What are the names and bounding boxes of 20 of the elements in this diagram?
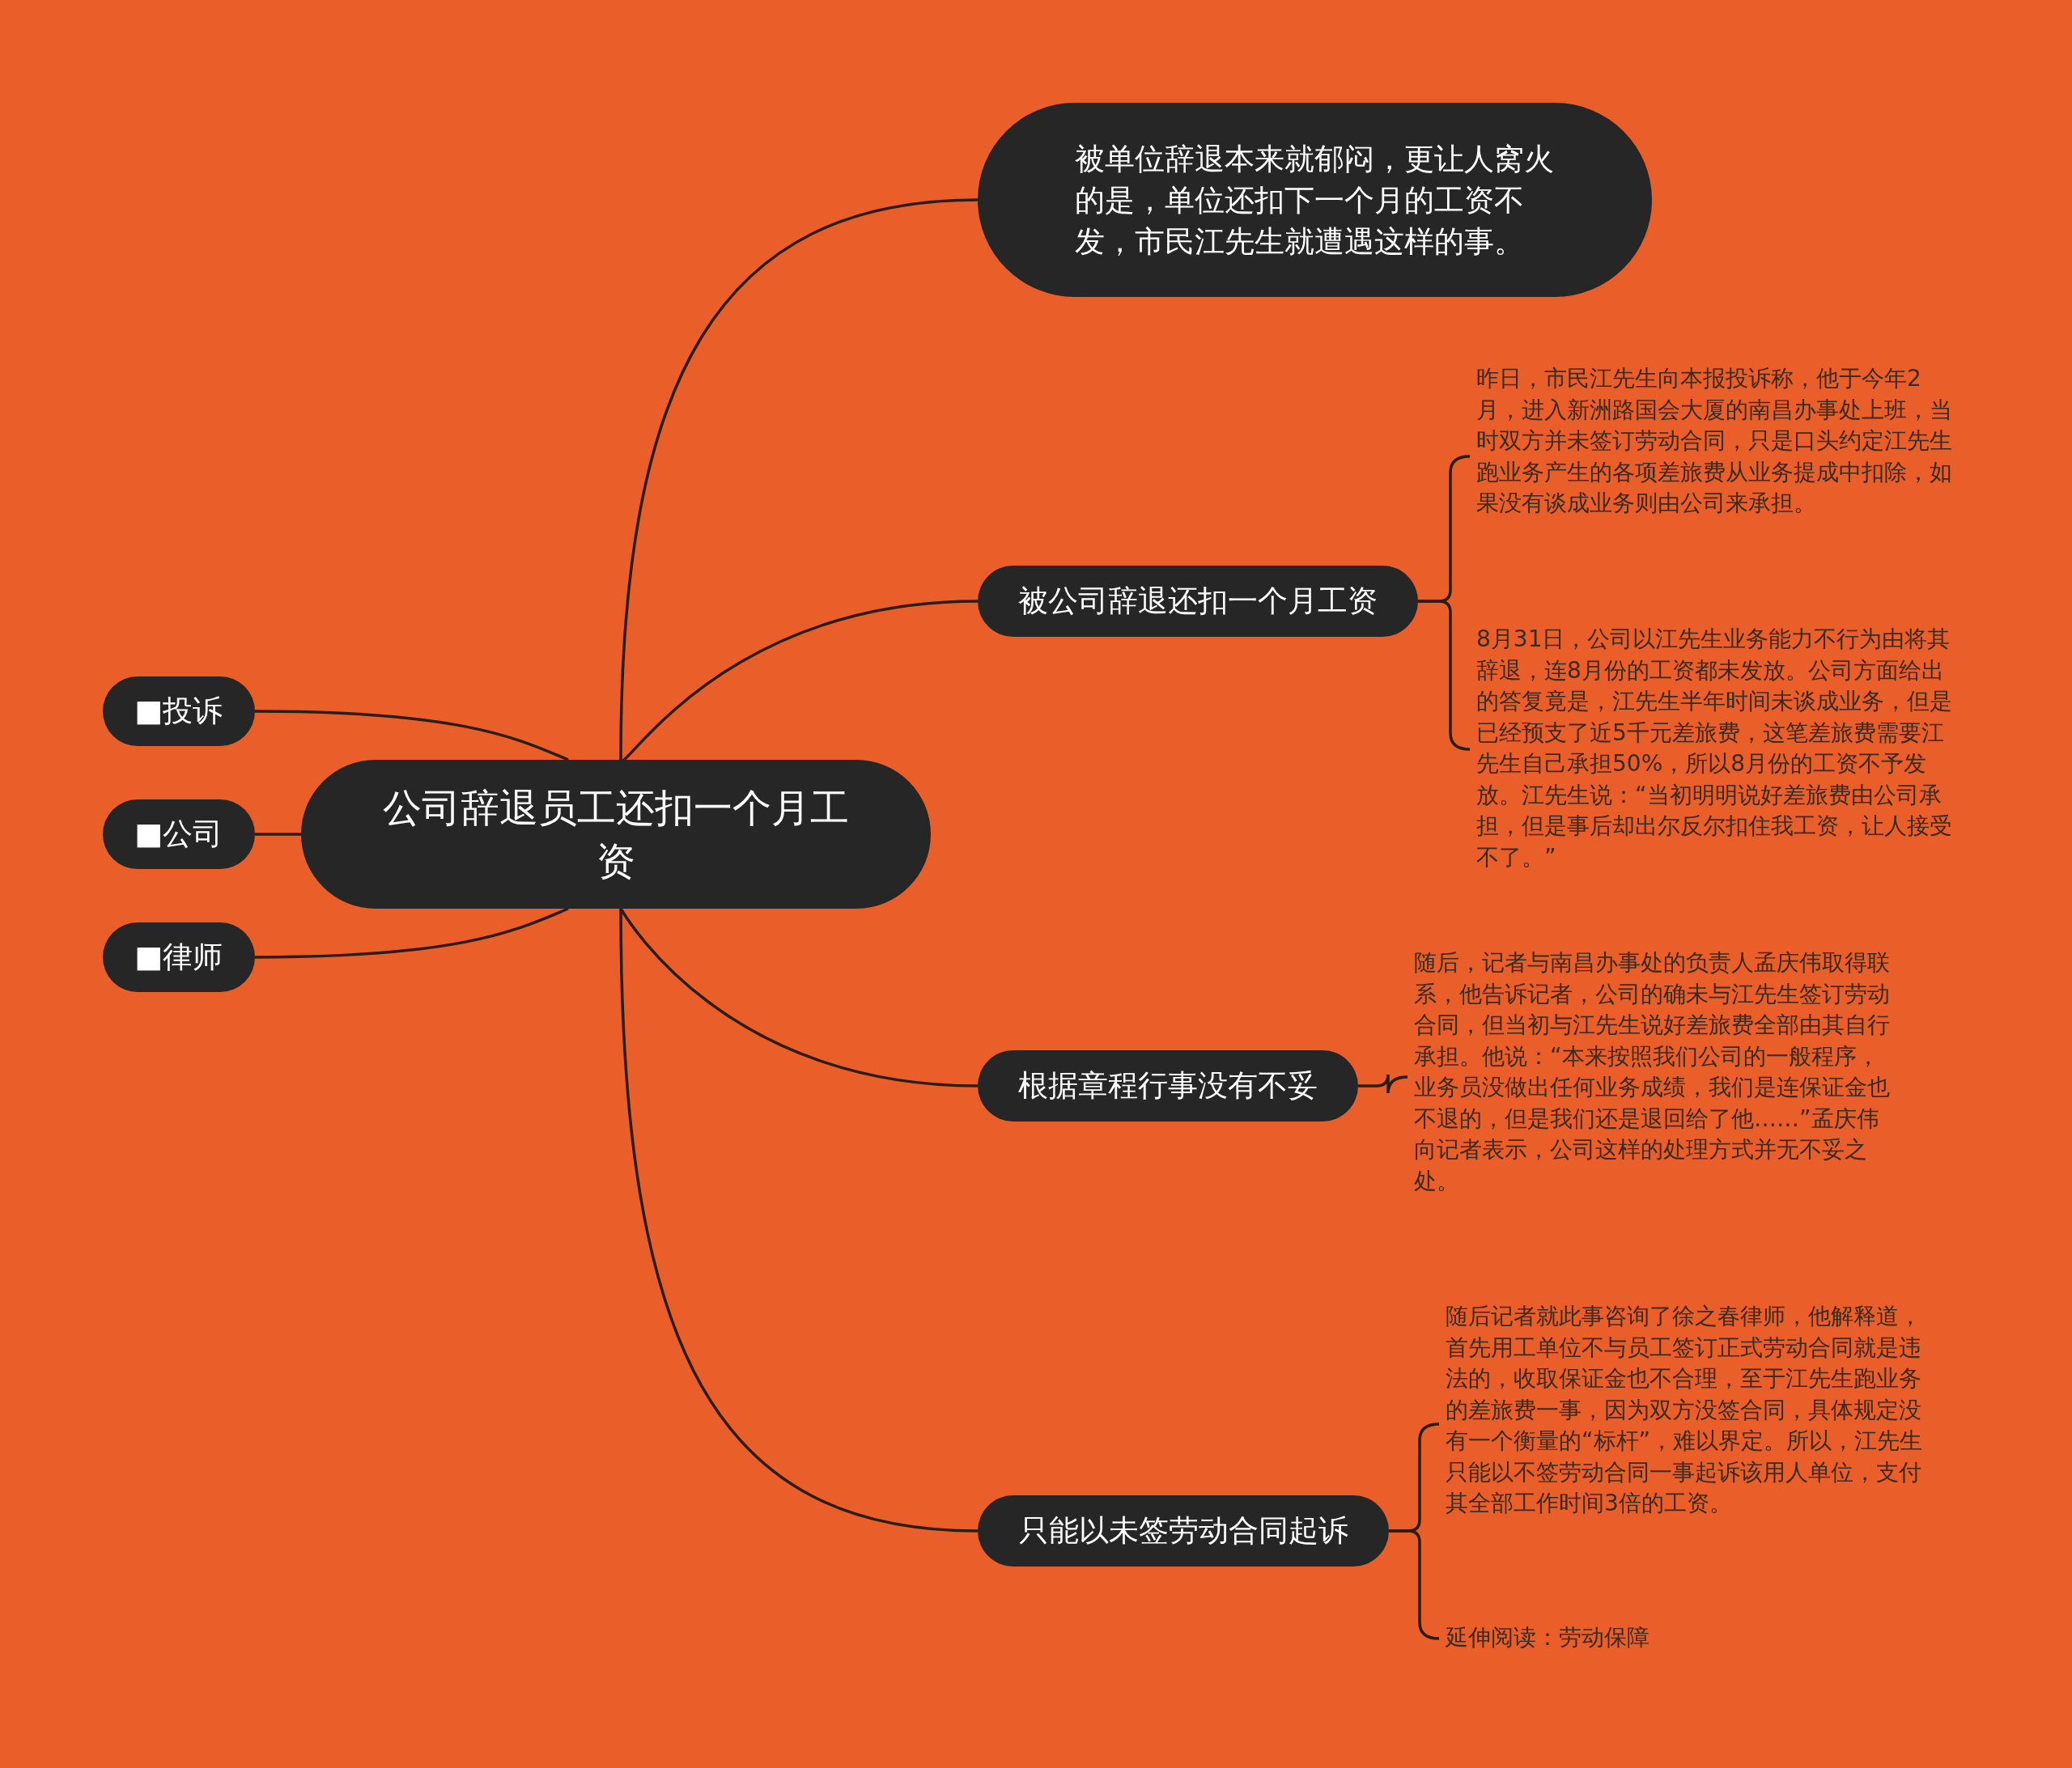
connector-line — [254, 710, 569, 761]
connector-line — [254, 907, 569, 959]
connector-line — [619, 908, 979, 1533]
connector-line — [620, 600, 979, 761]
topic-box: 只能以未签劳动合同起诉 — [978, 1495, 1389, 1567]
tag-box: ■投诉 — [103, 676, 255, 746]
topic-box: 根据章程行事没有不妥 — [978, 1050, 1358, 1121]
topic-box: 被单位辞退本来就郁闷，更让人窝火的是，单位还扣下一个月的工资不发，市民江先生就遭遇这样的事。 — [978, 103, 1652, 297]
connector-line — [255, 833, 301, 836]
central-topic-box: 公司辞退员工还扣一个月工资 — [301, 760, 931, 909]
note-text: 8月31日，公司以江先生业务能力不行为由将其辞退，连8月份的工资都未发放。公司方面给出的答复竟是，江先生半年时间未谈成业务，但是已经预支了近5千元差旅费，这笔差旅费需要江先生自己承担50%，所以8月份的工资不予发放。江先生说：“当初明明说好差旅费由公司承担，但是事后却出尔反尔扣住我工资，让人接受不了。” — [1476, 624, 1962, 875]
connector-line — [1358, 1073, 1408, 1095]
topic-box: 被公司辞退还扣一个月工资 — [978, 566, 1418, 637]
note-text: 随后，记者与南昌办事处的负责人孟庆伟取得联系，他告诉记者，公司的确未与江先生签订劳动合同，但当初与江先生说好差旅费全部由其自行承担。他说：“本来按照我们公司的一般程序，业务员没做出任何业务成绩，我们是连保证金也不退的，但是我们还是退回给了他……”孟庆伟向记者表示，公司这样的处理方式并无不妥之处。 — [1414, 948, 1900, 1223]
tag-box: ■公司 — [103, 799, 255, 869]
note-text: 延伸阅读：劳动保障 — [1446, 1622, 1688, 1655]
note-text: 随后记者就此事咨询了徐之春律师，他解释道，首先用工单位不与员工签订正式劳动合同就是违法的，收取保证金也不合理，至于江先生跑业务的差旅费一事，因为双方没签合同，具体规定没有一个衡量的“标杆”，难以界定。所以，江先生只能以不签劳动合同一事起诉该用人单位，支付其全部工作时间3倍的工资。 — [1446, 1301, 1931, 1547]
connector-line — [619, 198, 979, 761]
tag-box: ■律师 — [103, 922, 255, 992]
note-text: 昨日，市民江先生向本报投诉称，他于今年2月，进入新洲路国会大厦的南昌办事处上班，当时双方并未签订劳动合同，只是口头约定江先生跑业务产生的各项差旅费从业务提成中扣除，如果没有谈成业务则由公司来承担。 — [1476, 363, 1962, 549]
